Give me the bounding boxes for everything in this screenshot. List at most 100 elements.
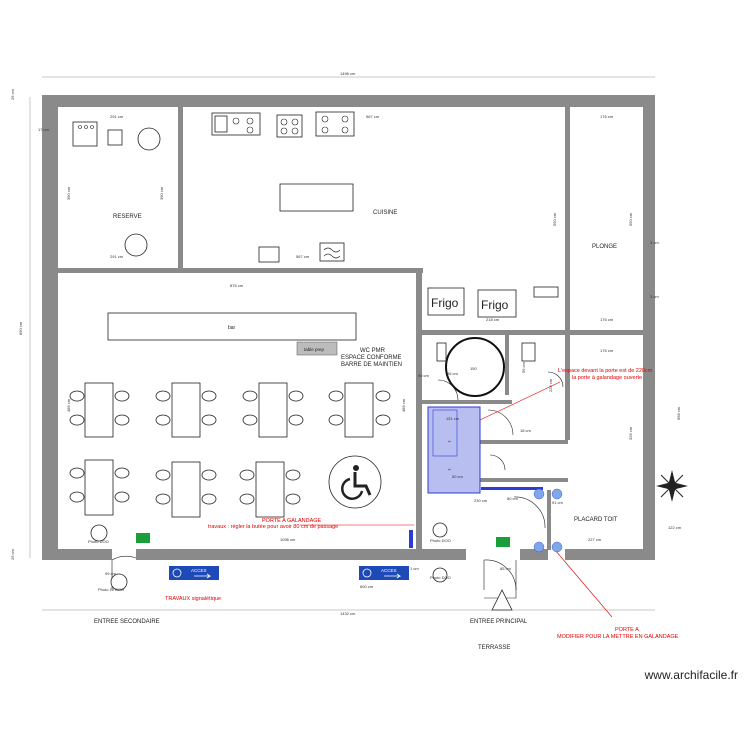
wall-south-4: [520, 549, 548, 560]
note-travaux-signaletique: TRAVAUX signalétique: [165, 596, 221, 602]
dining-table-group-4: [328, 382, 391, 438]
dim-reserve-w: 291 cm: [110, 114, 124, 119]
extinguisher-4: [110, 573, 128, 591]
dim-plonge-h: 550 cm: [628, 212, 633, 226]
svg-text:ACCES: ACCES: [381, 568, 397, 573]
dim-plonge-bottom: 176 cm: [600, 317, 614, 322]
dim-right-3: 3 cm: [650, 240, 659, 245]
bar-label: bar: [228, 325, 236, 331]
wall-wc-south: [422, 400, 512, 404]
plonge-counter: [533, 286, 559, 298]
kitchen-sink-1: [258, 246, 280, 263]
kitchen-cooker-1-panel: [214, 115, 228, 133]
note-porte-galandage: PORTE A GALANDAGE: [262, 518, 322, 524]
door-marker-2: [551, 488, 563, 500]
galandage-door-track: [481, 487, 543, 490]
burner-9: [341, 115, 349, 123]
wall-plonge-west: [565, 107, 570, 337]
wheelchair-icon: [328, 455, 382, 509]
table-prep: [296, 341, 338, 356]
dim-wc-small: 56 cm: [521, 361, 526, 373]
acces-badge-right: ACCES: [359, 566, 409, 580]
note-porte-a: PORTE A: [615, 627, 639, 633]
note-line-2: [554, 549, 613, 618]
burner-10: [321, 126, 329, 134]
dim-wc-w: 96 cm: [447, 371, 459, 376]
door-marker-3: [533, 541, 545, 553]
dim-salle-w: 876 cm: [230, 283, 244, 288]
dim-small-b: 50 cm: [452, 474, 464, 479]
dim-cuisine-top: 567 cm: [366, 114, 380, 119]
wall-placard-west: [547, 490, 551, 550]
extinguisher-1: [90, 524, 108, 542]
dim-right-h: 668 cm: [676, 406, 681, 420]
bar-counter: [107, 312, 357, 341]
wall-entry-west: [416, 498, 422, 549]
dim-door-c: 99 cm: [105, 571, 117, 576]
wall-kitchen-west-lower: [416, 273, 422, 498]
acces-badge-left: ACCES: [169, 566, 219, 580]
wall-south-5: [565, 549, 655, 560]
wc-pmr-inner: [432, 409, 458, 457]
room-placard-label: PLACARD TOIT: [574, 517, 618, 523]
burner-2: [246, 117, 254, 125]
wall-north: [42, 95, 655, 107]
extinguisher-2-label: Photo DOO: [430, 538, 451, 543]
wall-south-2: [136, 549, 416, 560]
reserve-wc: [107, 129, 123, 146]
wall-south-3: [416, 549, 466, 560]
dining-table-group-3: [242, 382, 304, 438]
entree-principal-label: ENTREE PRINCIPAL: [470, 619, 528, 625]
room-cuisine-label: CUISINE: [373, 210, 397, 216]
wc-label-1: WC PMR: [360, 348, 386, 354]
dim-cuisine-h: 550 cm: [552, 212, 557, 226]
dim-reserve-h: 390 cm: [66, 186, 71, 200]
corridor-door-swing: [513, 496, 546, 529]
reserve-drain: [137, 127, 161, 151]
burner-11: [341, 126, 349, 134]
extinguisher-1-label: Photo DOO: [88, 539, 109, 544]
dining-table-group-5: [69, 459, 130, 516]
dining-table-group-2: [155, 382, 217, 438]
wc-turning-circle: [445, 337, 505, 397]
wc-door-swing-2: [437, 379, 459, 401]
archifacile-watermark[interactable]: www.archifacile.fr: [644, 668, 738, 682]
burner-8: [321, 115, 329, 123]
burner-5: [291, 118, 299, 126]
dim-wc-h: 226 cm: [548, 378, 553, 392]
exit-sign-1-icon: [136, 533, 150, 543]
dim-plonge-w: 176 cm: [600, 114, 614, 119]
wall-reserve-kitchen-south: [58, 268, 423, 273]
dim-small-c: 18 cm: [520, 428, 532, 433]
dim-wall-bottom: 25 cm: [10, 548, 15, 560]
dim-right-176: 176 cm: [600, 348, 614, 353]
kitchen-cooker-2: [276, 114, 303, 138]
main-entry-door-2: [484, 560, 517, 599]
dim-salle-bottom: 1096 cm: [280, 537, 296, 542]
wall-wc-mid: [505, 335, 509, 395]
extinguisher-4-label: Photo 10 DOO: [98, 587, 124, 592]
entree-secondaire-label: ENTREE SECONDAIRE: [94, 619, 160, 625]
reserve-knob-1: [78, 125, 82, 129]
note-travaux-buttee: travaux : régler la butée pour avoir 80 …: [208, 524, 338, 530]
wc-label-2: ESPACE CONFORME: [341, 355, 402, 361]
galandage-door-left: [409, 530, 413, 548]
wall-wc-east: [565, 335, 570, 440]
door-marker-1: [533, 488, 545, 500]
dim-frigo-w: 218 cm: [486, 317, 500, 322]
burner-7: [291, 127, 299, 135]
wall-south-1: [42, 549, 112, 560]
wc-pmr-zone: [427, 406, 481, 494]
room-plonge-label: PLONGE: [592, 244, 617, 250]
fridge-1-label: Frigo: [431, 296, 459, 310]
wc-bowl: [436, 342, 447, 362]
dim-top-total: 1496 cm: [340, 71, 356, 76]
wall-east: [643, 95, 655, 560]
reserve-knob-3: [90, 125, 94, 129]
dim-door-a: 90 cm: [418, 373, 430, 378]
dim-reserve-h2: 390 cm: [159, 186, 164, 200]
entry-arrow-icon: [491, 589, 513, 611]
dim-reserve-bottom: 291 cm: [110, 254, 124, 259]
extinguisher-3: [432, 567, 448, 583]
